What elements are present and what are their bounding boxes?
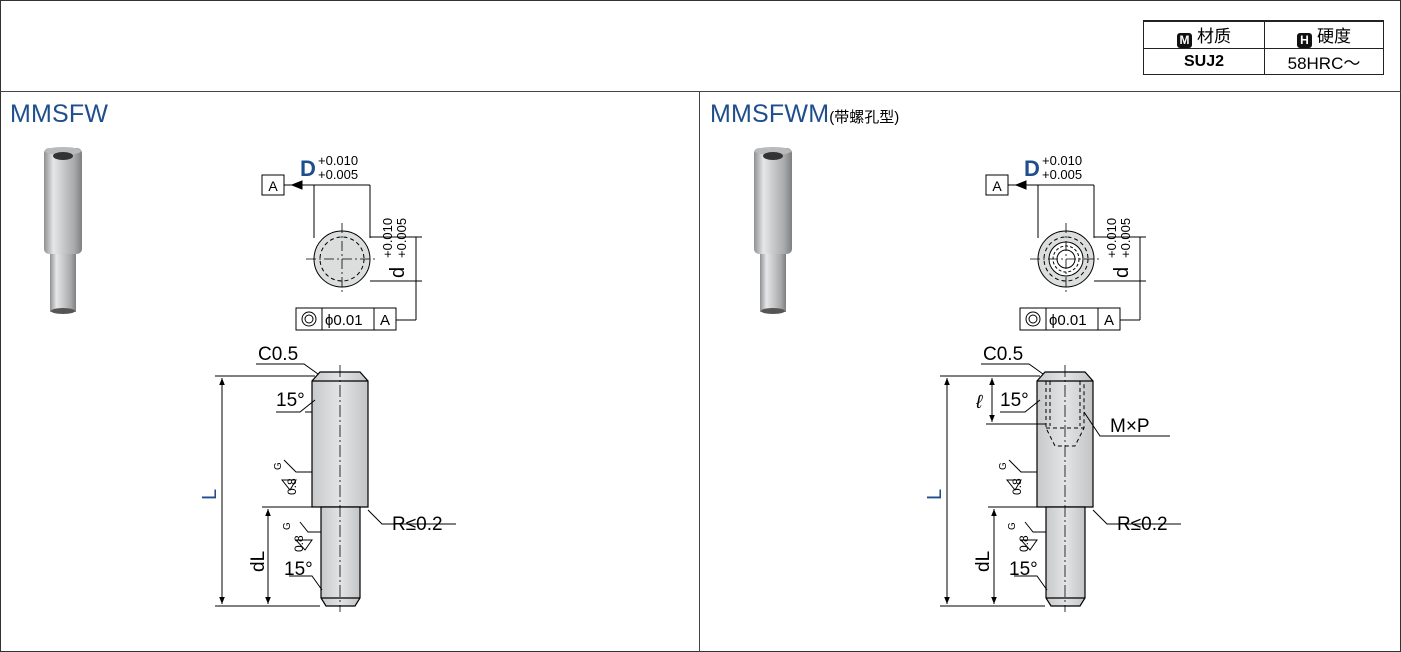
right-radius: R≤0.2 bbox=[1117, 514, 1168, 535]
right-side-view-labels: C0.5 15° 15° L dL ℓ M×P G 0.8 G 0.8 R≤0.… bbox=[924, 344, 1168, 580]
material-badge-icon: M bbox=[1177, 33, 1192, 48]
right-finish-value-2: 0.8 bbox=[1017, 535, 1031, 552]
left-coaxiality-datum: A bbox=[380, 312, 390, 329]
right-length-dL: dL bbox=[973, 551, 994, 572]
right-chamfer: C0.5 bbox=[983, 344, 1023, 365]
left-datum-label: A bbox=[268, 178, 278, 194]
left-finish-grade-2: G bbox=[282, 522, 293, 530]
right-datum-label: A bbox=[992, 178, 1002, 194]
left-coaxiality: ϕ0.01 bbox=[325, 312, 363, 329]
hardness-header: H 硬度 bbox=[1264, 20, 1384, 49]
left-title-text: MMSFW bbox=[10, 100, 109, 128]
left-length-dL: dL bbox=[248, 551, 269, 572]
left-angle-top: 15° bbox=[276, 390, 305, 411]
right-angle-top: 15° bbox=[1000, 390, 1029, 411]
right-tol-lower: +0.005 bbox=[1042, 167, 1082, 182]
left-radius: R≤0.2 bbox=[392, 514, 443, 535]
right-tol-upper: +0.010 bbox=[1042, 153, 1082, 168]
right-side-view bbox=[940, 363, 1181, 612]
left-tol-upper: +0.010 bbox=[318, 153, 358, 168]
right-title-subtitle: (带螺孔型) bbox=[829, 109, 900, 126]
left-small-d-tol-upper: +0.010 bbox=[380, 218, 395, 258]
hardness-label: 硬度 bbox=[1317, 27, 1351, 46]
left-finish-value-2: 0.8 bbox=[292, 535, 306, 552]
left-side-view bbox=[215, 363, 456, 612]
right-title-text: MMSFWM bbox=[710, 100, 830, 128]
left-side-view-labels: C0.5 15° 15° L dL G 0.8 G 0.8 R≤0.2 bbox=[199, 344, 443, 580]
material-value: SUJ2 bbox=[1143, 48, 1265, 75]
hardness-badge-icon: H bbox=[1297, 33, 1312, 48]
material-spec-table: M 材质 H 硬度 SUJ2 58HRC～ bbox=[1143, 20, 1384, 75]
panel-divider bbox=[699, 92, 700, 652]
hardness-value: 58HRC～ bbox=[1264, 48, 1384, 75]
material-label: 材质 bbox=[1197, 27, 1231, 46]
right-photo-pin bbox=[754, 147, 792, 314]
left-small-d: d bbox=[387, 267, 409, 278]
right-finish-grade-1: G bbox=[998, 462, 1009, 470]
left-small-d-tol-lower: +0.005 bbox=[394, 218, 409, 258]
left-end-view-labels: A D +0.010 +0.005 d +0.010 +0.005 ϕ0.01 … bbox=[268, 153, 409, 329]
right-finish-value-1: 0.8 bbox=[1010, 478, 1024, 495]
left-end-view bbox=[261, 174, 422, 331]
header-divider bbox=[0, 91, 1401, 92]
right-angle-bottom: 15° bbox=[1009, 559, 1038, 580]
left-d-symbol: D bbox=[300, 156, 316, 181]
right-thread-depth: ℓ bbox=[975, 392, 983, 413]
left-tol-lower: +0.005 bbox=[318, 167, 358, 182]
right-end-view-labels: A D +0.010 +0.005 d +0.010 +0.005 ϕ0.01 … bbox=[992, 153, 1133, 329]
right-thread-size: M×P bbox=[1110, 416, 1150, 437]
right-coaxiality: ϕ0.01 bbox=[1049, 312, 1087, 329]
right-small-d-tol-lower: +0.005 bbox=[1118, 218, 1133, 258]
right-finish-grade-2: G bbox=[1007, 522, 1018, 530]
left-panel-title: MMSFW bbox=[10, 100, 108, 129]
right-small-d: d bbox=[1111, 267, 1133, 278]
right-end-view bbox=[985, 174, 1146, 331]
right-coaxiality-datum: A bbox=[1104, 312, 1114, 329]
left-angle-bottom: 15° bbox=[284, 559, 313, 580]
right-small-d-tol-upper: +0.010 bbox=[1104, 218, 1119, 258]
left-chamfer: C0.5 bbox=[258, 344, 298, 365]
left-photo-pin bbox=[44, 147, 82, 314]
left-length-L: L bbox=[199, 489, 221, 500]
material-header: M 材质 bbox=[1143, 20, 1265, 49]
right-length-L: L bbox=[924, 489, 946, 500]
left-finish-grade-1: G bbox=[273, 462, 284, 470]
right-d-symbol: D bbox=[1024, 156, 1040, 181]
left-finish-value-1: 0.8 bbox=[285, 478, 299, 495]
right-panel-title: MMSFWM(带螺孔型) bbox=[710, 100, 899, 129]
